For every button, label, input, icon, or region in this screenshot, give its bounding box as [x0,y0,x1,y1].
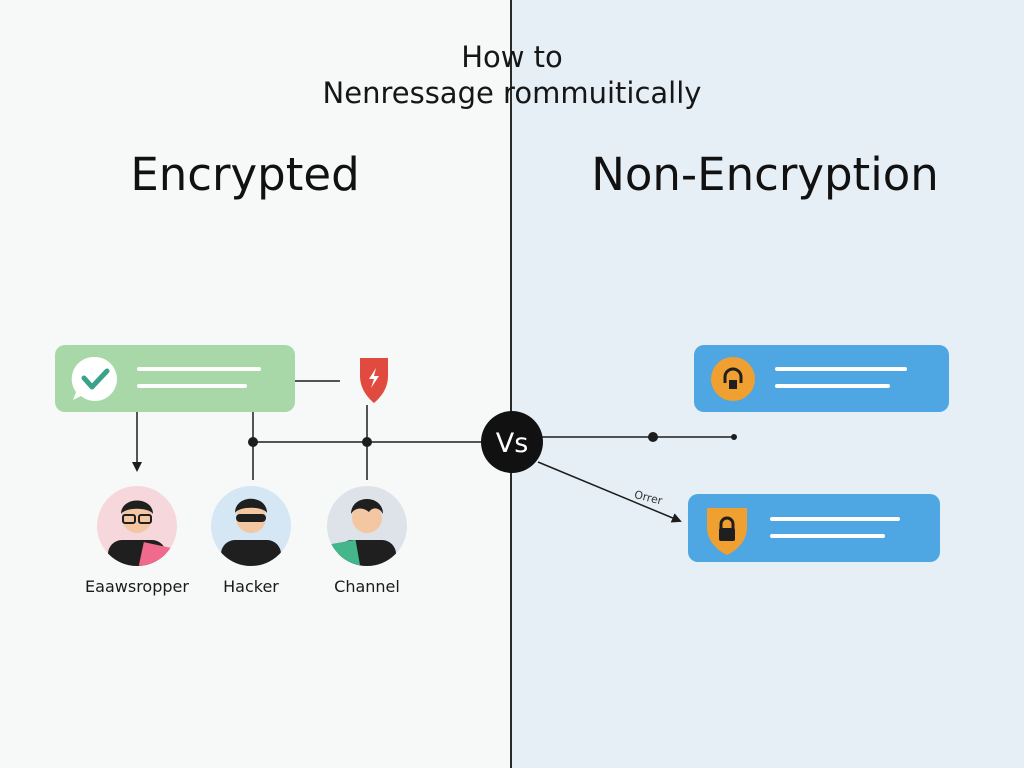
non-encrypted-message-card-top [694,345,949,412]
shield-lock-icon [707,508,747,555]
channel-avatar [327,486,407,566]
vs-text: Vs [496,428,529,459]
eavesdropper-label: Eaawsropper [85,577,189,596]
encrypted-heading: Encrypted [130,148,360,201]
hacker-label: Hacker [223,577,279,596]
title-line-2: Nenressage rommuitically [322,76,702,110]
channel-label: Channel [334,577,400,596]
center-divider [510,0,512,768]
eavesdropper-avatar [97,486,177,566]
title-line-1: How to [461,40,563,74]
encrypted-message-card [55,345,295,412]
check-icon [71,356,117,401]
vs-badge [481,411,543,473]
shield-bolt-icon [360,358,388,403]
hacker-avatar [211,486,291,566]
person-lock-icon [711,357,755,401]
non-encrypted-message-card-bottom [688,494,940,562]
connector-nodes [248,432,737,447]
non-encryption-heading: Non-Encryption [591,148,939,201]
